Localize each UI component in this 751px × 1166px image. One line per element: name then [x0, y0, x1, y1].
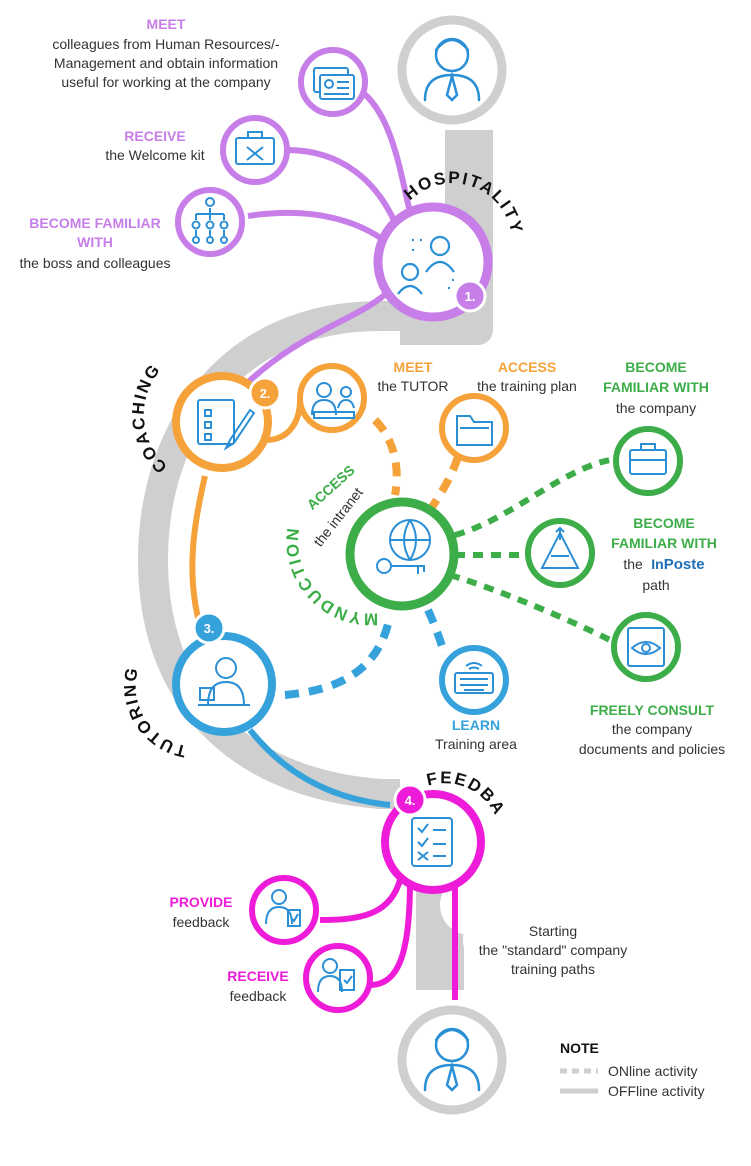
starting-line1: Starting	[529, 923, 577, 939]
coach-access-head: ACCESS	[498, 359, 556, 375]
keyboard-icon	[454, 662, 494, 694]
mynd-path-suffix: path	[642, 577, 669, 593]
tutoring-online-links	[284, 608, 449, 699]
mynd-company-node	[613, 426, 683, 496]
coaching-online-links	[372, 417, 462, 513]
tutoring-connectors	[247, 728, 391, 808]
mynd-company-head1: BECOME	[625, 359, 686, 375]
eye-document-icon	[627, 627, 665, 667]
mynd-consult-line1: the company	[612, 721, 692, 737]
starting-line3: training paths	[511, 961, 595, 977]
tutoring-number: 3.	[204, 621, 215, 636]
road-notch	[440, 875, 470, 1000]
hosp-meet-line1: colleagues from Human Resources/-	[52, 36, 280, 52]
coach-meet-head: MEET	[394, 359, 433, 375]
hosp-meet-head: MEET	[147, 16, 186, 32]
tut-learn-text: Training area	[435, 736, 517, 752]
hospitality-familiar-node	[175, 187, 245, 257]
tutor-desk-icon	[198, 657, 250, 706]
hosp-receive-text: the Welcome kit	[105, 147, 204, 163]
end-person	[397, 1005, 507, 1115]
mynd-company-text: the company	[616, 400, 696, 416]
mynd-path-brandline: the InPoste	[623, 556, 704, 573]
legend: NOTE ONline activity OFFline activity	[560, 1040, 704, 1099]
hospitality-receive-node	[220, 115, 290, 185]
coaching-meet-node	[297, 363, 367, 433]
toolbox-icon	[235, 131, 275, 165]
feedback-checklist-icon	[411, 817, 453, 867]
folder-icon	[456, 415, 493, 446]
mynd-consult-head: FREELY CONSULT	[590, 702, 715, 718]
fb-receive-text: feedback	[230, 988, 288, 1004]
legend-online-label: ONline activity	[608, 1063, 697, 1079]
mynd-path-node	[525, 518, 595, 588]
person-icon	[423, 1027, 481, 1092]
legend-offline-label: OFFline activity	[608, 1083, 704, 1099]
hosp-familiar-text: the boss and colleagues	[20, 255, 171, 271]
tut-learn-head: LEARN	[452, 717, 500, 733]
clipboard-person-icon	[317, 958, 355, 993]
feedback-number: 4.	[405, 793, 416, 808]
road-notch-circle	[463, 908, 527, 972]
feedback-provide-node	[249, 875, 319, 945]
fb-receive-head: RECEIVE	[227, 968, 288, 984]
mynduction-online-links	[449, 457, 612, 643]
feedback-person-icon	[265, 889, 301, 927]
hosp-familiar-head2: WITH	[77, 234, 113, 250]
mynd-consult-node	[611, 612, 681, 682]
hosp-receive-head: RECEIVE	[124, 128, 185, 144]
coaching-title: COACHING	[129, 360, 171, 477]
tutoring-learn-node	[439, 645, 509, 715]
mynd-consult-line2: documents and policies	[579, 741, 725, 757]
people-icon	[397, 235, 455, 295]
mynd-path-head1: BECOME	[633, 515, 694, 531]
mynd-company-head2: FAMILIAR WITH	[603, 379, 709, 395]
hospitality-number: 1.	[465, 289, 476, 304]
checklist-pencil-icon	[197, 399, 256, 451]
fb-provide-head: PROVIDE	[169, 894, 232, 910]
start-person	[397, 15, 507, 125]
fb-provide-text: feedback	[173, 914, 231, 930]
coaching-number: 2.	[260, 386, 271, 401]
starting-line2: the "standard" company	[479, 942, 627, 958]
org-chart-icon	[191, 197, 229, 244]
triangle-arrows-icon	[540, 526, 580, 569]
briefcase-icon	[629, 443, 667, 475]
mynd-path-head2: FAMILIAR WITH	[611, 535, 717, 551]
id-cards-icon	[313, 67, 355, 100]
mynduction-node: MYNDUCTION	[283, 497, 459, 628]
hospitality-meet-node	[298, 47, 368, 117]
tutor-meeting-icon	[311, 382, 355, 419]
feedback-receive-node	[303, 943, 373, 1013]
globe-key-icon	[376, 519, 431, 574]
hosp-meet-line2: Management and obtain information	[54, 55, 278, 71]
coaching-access-node	[439, 393, 509, 463]
coach-access-text: the training plan	[477, 378, 577, 394]
person-icon	[423, 37, 481, 102]
coach-meet-text: the TUTOR	[377, 378, 448, 394]
hosp-familiar-head1: BECOME FAMILIAR	[29, 215, 160, 231]
hosp-meet-line3: useful for working at the company	[61, 74, 270, 90]
feedback-connectors	[319, 879, 458, 1000]
legend-title: NOTE	[560, 1040, 599, 1056]
